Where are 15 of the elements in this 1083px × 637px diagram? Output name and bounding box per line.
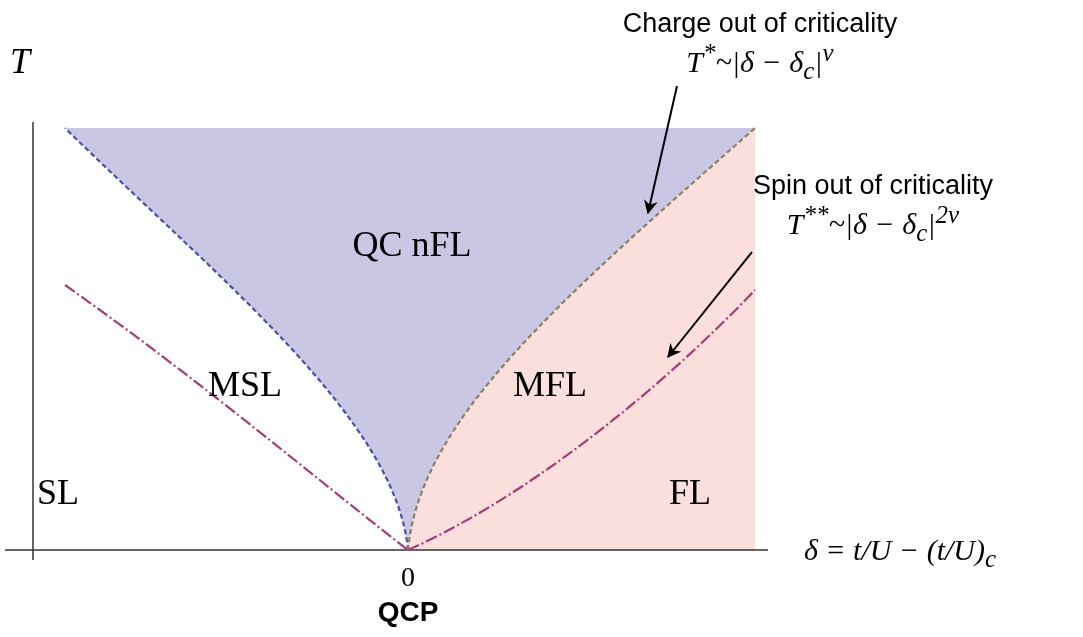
point-label: QCP [377, 596, 439, 628]
tick-label: 0 [401, 561, 415, 593]
axis-label: T [10, 42, 30, 82]
region-label: MSL [208, 365, 282, 405]
region-label: SL [37, 473, 79, 513]
region-label: QC nFL [352, 225, 472, 265]
leader-line [644, 85, 678, 215]
formula: T$^{*}$~|δ − δ$_{c}$|$^{ν}$ [686, 39, 834, 85]
leader-line [667, 251, 753, 359]
annotation-text: Charge out of criticality [622, 8, 898, 39]
region-label: FL [669, 473, 711, 513]
axis-label: δ = t/U − (t/U)$_{c}$ [803, 533, 997, 573]
region-label: MFL [513, 365, 587, 405]
annotation-text: Spin out of criticality [752, 170, 994, 201]
formula: T$^{**}$~|δ − δ$_{c}$|$^{2ν}$ [786, 201, 960, 247]
